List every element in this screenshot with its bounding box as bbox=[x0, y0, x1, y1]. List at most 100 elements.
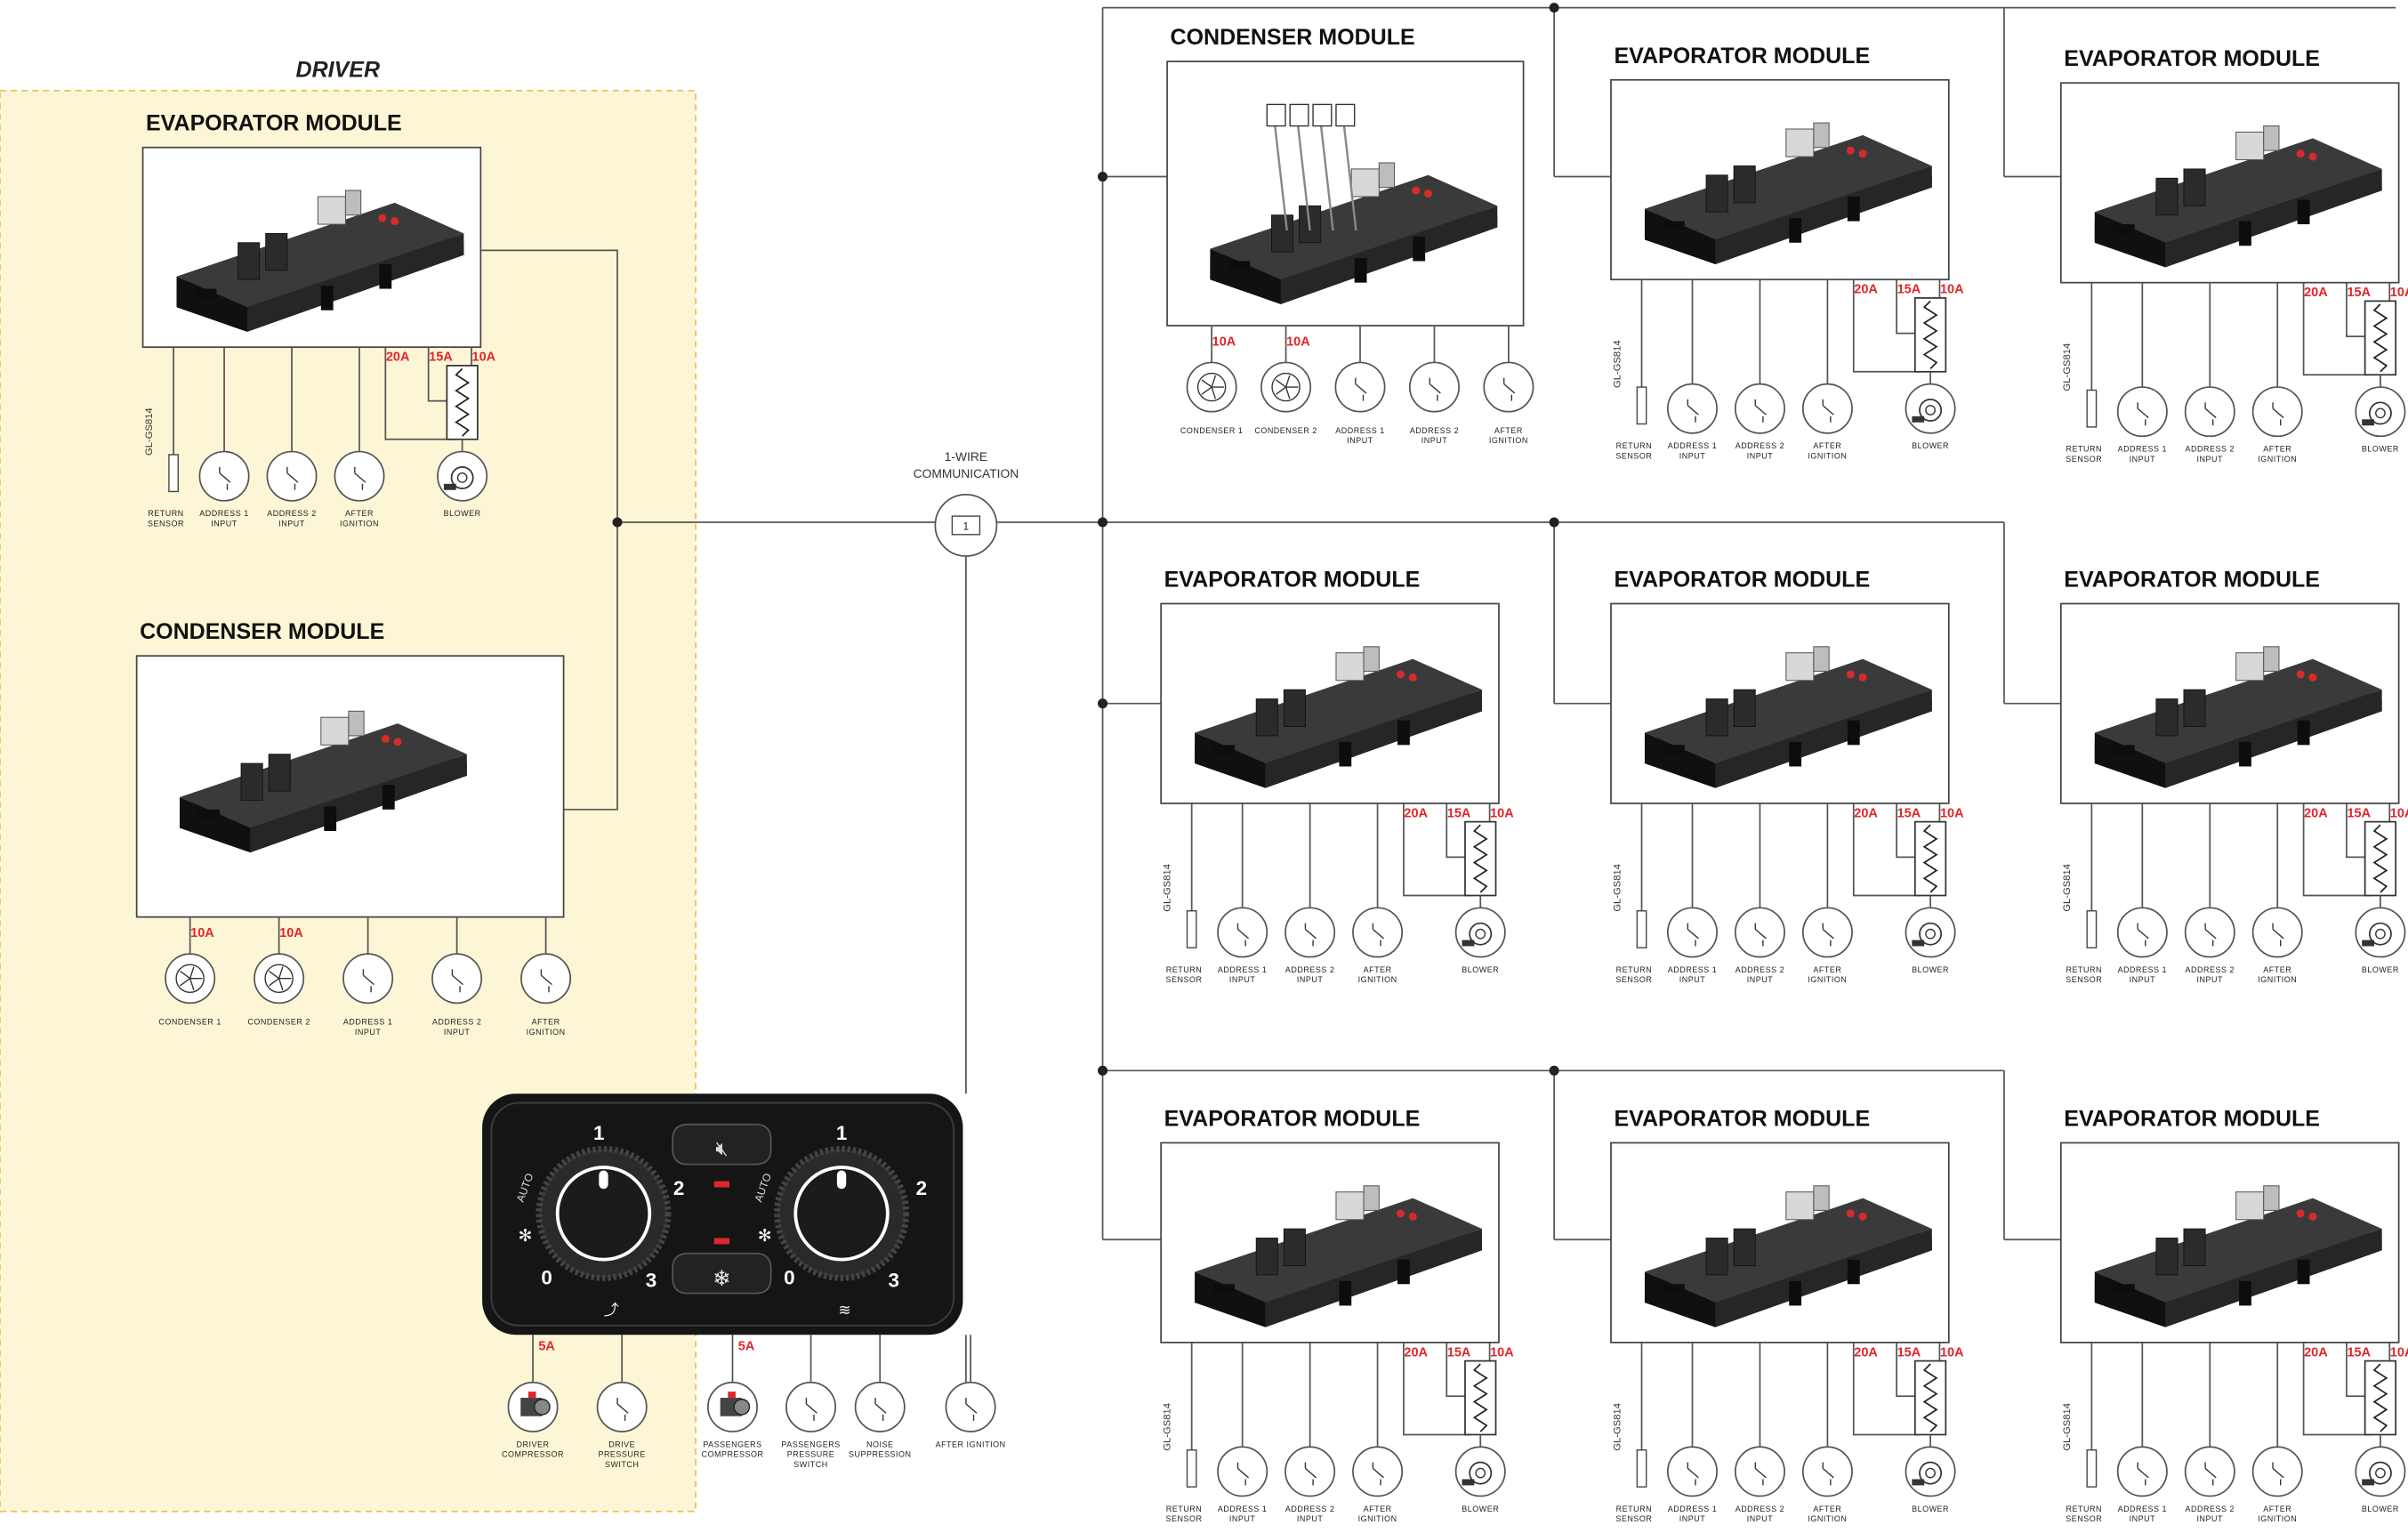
blower-label: BLOWER bbox=[444, 509, 481, 518]
address-1-input-label: INPUT bbox=[1679, 1514, 1705, 1523]
mute-button[interactable]: 🔇︎ bbox=[672, 1123, 772, 1166]
blower-icon bbox=[2355, 1446, 2406, 1497]
ac-button[interactable]: ❄ bbox=[672, 1252, 772, 1295]
return-sensor-label: RETURN bbox=[1616, 441, 1652, 450]
sensor-code: GL-GS814 bbox=[2062, 1403, 2073, 1451]
sensor-code: GL-GS814 bbox=[2062, 864, 2073, 912]
return-sensor-label: RETURN bbox=[1166, 965, 1202, 974]
address-1-input-label: ADDRESS 1 bbox=[2118, 1505, 2168, 1513]
after-ignition-label: IGNITION bbox=[2258, 455, 2297, 464]
address-2-input-label: INPUT bbox=[2197, 975, 2224, 984]
driver-evaporator-module: EVAPORATOR MODULEGL-GS814RETURNSENSORADD… bbox=[141, 111, 496, 528]
temp-sensor-probe bbox=[1186, 910, 1197, 948]
fan-icon: ✻ bbox=[518, 1227, 532, 1246]
sensor-code: GL-GS814 bbox=[144, 407, 155, 456]
blower-icon bbox=[1454, 907, 1506, 958]
condenser-2-label: CONDENSER 2 bbox=[247, 1018, 310, 1027]
after-ignition-label: IGNITION bbox=[1358, 975, 1397, 984]
module-title: EVAPORATOR MODULE bbox=[1614, 44, 1870, 69]
fuse-20a: 20A bbox=[1854, 1345, 1878, 1360]
address-2-input-label: INPUT bbox=[1421, 436, 1448, 445]
switch-icon bbox=[2184, 386, 2235, 438]
address-1-input-label: INPUT bbox=[2130, 975, 2156, 984]
fuse-10a: 10A bbox=[2390, 806, 2408, 820]
address-2-input-label: INPUT bbox=[278, 519, 305, 528]
sensor-code: GL-GS814 bbox=[1612, 1403, 1623, 1451]
address-2-input-label: ADDRESS 2 bbox=[2186, 445, 2235, 454]
right-temperature-dial[interactable] bbox=[774, 1145, 910, 1281]
address-1-input-label: INPUT bbox=[1679, 452, 1705, 461]
address-2-input-label: ADDRESS 2 bbox=[1410, 426, 1460, 435]
seat-heat-icon: ⤴ bbox=[603, 1301, 618, 1319]
fuse-10a: 10A bbox=[472, 351, 496, 365]
return-sensor-label: RETURN bbox=[1616, 1505, 1652, 1513]
left-dial-3: 3 bbox=[646, 1270, 656, 1292]
switch-icon bbox=[1408, 361, 1460, 413]
return-sensor-label: SENSOR bbox=[2066, 455, 2102, 464]
driver-label: DRIVER bbox=[296, 57, 381, 82]
switch-icon bbox=[1667, 907, 1718, 958]
address-2-input-label: INPUT bbox=[2197, 1514, 2224, 1523]
switch-icon bbox=[785, 1381, 837, 1432]
after-ignition-label: IGNITION bbox=[1808, 975, 1847, 984]
junction-dot bbox=[1549, 517, 1559, 528]
fuse-20a: 20A bbox=[2304, 806, 2328, 820]
evaporator-module-r3c1: EVAPORATOR MODULEGL-GS814RETURNSENSORADD… bbox=[1160, 1106, 1514, 1523]
address-2-input-label: ADDRESS 2 bbox=[2186, 1505, 2235, 1513]
sensor-code: GL-GS814 bbox=[1612, 864, 1623, 912]
address-1-input-label: ADDRESS 1 bbox=[1335, 426, 1385, 435]
indicator-led bbox=[713, 1238, 730, 1245]
switch-icon bbox=[1801, 907, 1853, 958]
address-1-input-label: INPUT bbox=[1229, 1514, 1256, 1523]
control-panel: 1 2 3 0 AUTO ✻ ⤴ 1 2 3 0 AUTO ✻ ≋ 🔇︎ ❄ bbox=[482, 1093, 963, 1335]
fuse-10a: 10A bbox=[1212, 335, 1236, 349]
after-ignition-label: IGNITION bbox=[1489, 436, 1528, 445]
panel-output-label: SWITCH bbox=[793, 1460, 827, 1469]
indicator-led bbox=[713, 1181, 730, 1188]
address-1-input-label: INPUT bbox=[2130, 455, 2156, 464]
sensor-code: GL-GS814 bbox=[1612, 340, 1623, 388]
right-dial-1: 1 bbox=[836, 1122, 847, 1144]
address-1-input-label: ADDRESS 1 bbox=[2118, 445, 2168, 454]
fuse-20a: 20A bbox=[386, 351, 410, 365]
switch-icon bbox=[1667, 383, 1718, 434]
after-ignition-label: AFTER bbox=[1364, 965, 1392, 974]
fuse-10a: 10A bbox=[2390, 1345, 2408, 1360]
return-sensor-label: SENSOR bbox=[1166, 975, 1203, 984]
switch-icon bbox=[2184, 907, 2235, 958]
after-ignition-label: AFTER bbox=[1494, 426, 1523, 435]
after-ignition-label: IGNITION bbox=[527, 1028, 566, 1037]
left-dial-0: 0 bbox=[541, 1266, 552, 1288]
temp-sensor-probe bbox=[168, 454, 179, 493]
condenser-2-label: CONDENSER 2 bbox=[1254, 426, 1317, 435]
panel-output-label: PRESSURE bbox=[598, 1450, 646, 1459]
fuse-20a: 20A bbox=[1404, 806, 1428, 820]
after-ignition-label: IGNITION bbox=[1808, 1514, 1847, 1523]
switch-icon bbox=[596, 1381, 648, 1432]
after-ignition-label: IGNITION bbox=[2258, 1514, 2297, 1523]
switch-icon bbox=[2251, 1446, 2303, 1497]
wiring-layer bbox=[480, 3, 2396, 1241]
after-ignition-label: IGNITION bbox=[2258, 975, 2297, 984]
address-1-input-label: ADDRESS 1 bbox=[2118, 965, 2168, 974]
fuse-10a: 10A bbox=[1490, 806, 1514, 820]
after-ignition-label: AFTER bbox=[1813, 1505, 1841, 1513]
blower-label: BLOWER bbox=[2362, 965, 2399, 974]
switch-icon bbox=[1285, 907, 1336, 958]
after-ignition-label: AFTER bbox=[532, 1018, 560, 1027]
address-2-input-label: INPUT bbox=[1747, 452, 1773, 461]
return-sensor-label: RETURN bbox=[2066, 965, 2101, 974]
panel-output-label: PASSENGERS bbox=[703, 1440, 761, 1448]
left-temperature-dial[interactable] bbox=[536, 1145, 672, 1281]
left-dial-1: 1 bbox=[593, 1122, 604, 1144]
fuse-20a: 20A bbox=[1854, 283, 1878, 297]
fuse-15a: 15A bbox=[2347, 1345, 2371, 1360]
blower-icon bbox=[1454, 1446, 1506, 1497]
panel-output-label: COMPRESSOR bbox=[502, 1450, 564, 1459]
module-title: CONDENSER MODULE bbox=[1171, 25, 1415, 50]
temp-sensor-probe bbox=[1186, 1449, 1197, 1488]
blower-icon bbox=[2355, 907, 2406, 958]
blower-label: BLOWER bbox=[1912, 441, 1949, 450]
after-ignition-label: IGNITION bbox=[1808, 452, 1847, 461]
